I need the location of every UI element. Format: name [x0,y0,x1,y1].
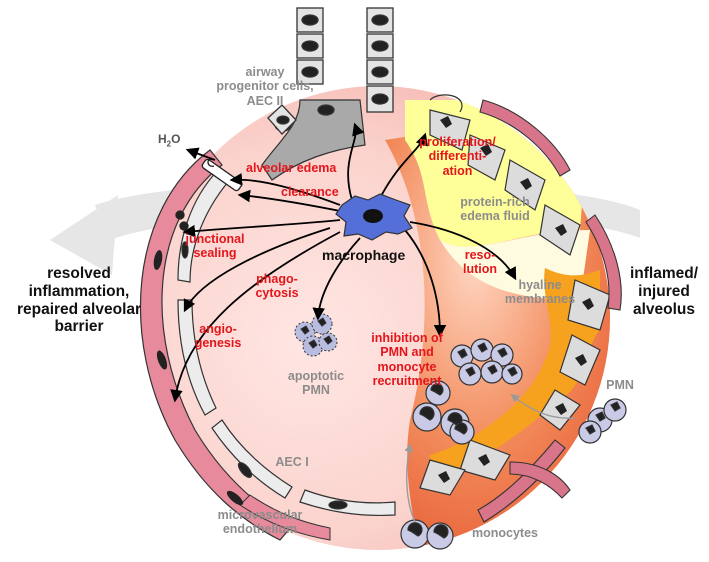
label-alveolar-edema: alveolar edema [246,161,337,175]
label-resolved: resolved inflammation, repaired alveolar… [16,265,142,336]
label-aec1: AEC I [275,455,309,469]
label-inhibition: inhibition of PMN and monocyte recruitme… [371,331,443,389]
label-monocytes: monocytes [472,526,538,540]
label-resolution: reso- lution [462,248,497,277]
label-macrophage: macrophage [322,247,406,263]
recruitment-arrows [404,393,576,523]
injured-vessels [477,99,622,523]
label-apoptotic-pmn: apoptotic PMN [287,369,345,398]
monocytes-outside [400,519,454,550]
macrophage-cell [335,193,413,241]
airway-progenitor-cells [267,7,394,135]
monocytes-inside [412,380,475,445]
label-airway-progenitor: airway progenitor cells, AEC II [216,65,314,108]
label-clearance: clearance [281,185,339,199]
label-microvascular: microvascular endothelium [217,508,303,537]
label-junctional-sealing: junctional sealing [185,232,245,261]
microvascular-endothelium [139,149,331,541]
label-pmn: PMN [606,378,634,392]
pmn-outside [578,398,627,444]
label-h2o: H2O [158,132,181,149]
apoptotic-pmn [294,313,338,357]
label-inflamed: inflamed/ injured alveolus [629,265,699,318]
pmn-cluster [450,338,523,386]
label-phagocytosis: phago- cytosis [255,272,299,301]
label-angiogenesis: angio- genesis [194,322,242,351]
aec1-lining [177,99,396,516]
label-hyaline: hyaline membranes [504,278,576,307]
process-arrows [170,122,517,403]
label-proliferation: proliferation/ differenti- ation [419,135,496,178]
injured-cell-nuclei [438,116,594,483]
label-protein-rich: protein-rich edema fluid [460,195,530,224]
